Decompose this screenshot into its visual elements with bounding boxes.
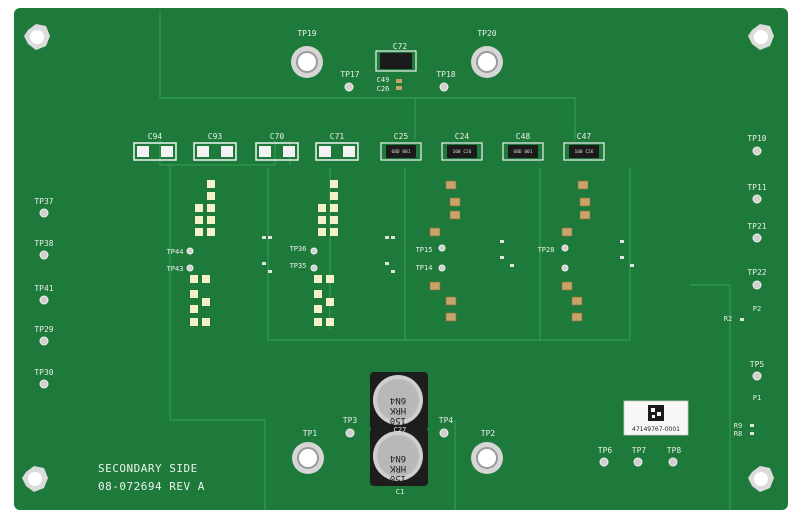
label-tp5: TP5 bbox=[750, 360, 765, 369]
electrolytic-c27: 6N4 HRK 150 bbox=[370, 372, 428, 430]
mounting-hole-bl bbox=[22, 466, 48, 492]
label-tp30: TP30 bbox=[34, 368, 53, 377]
label-tp29: TP29 bbox=[34, 325, 53, 334]
cap-c93 bbox=[193, 142, 237, 161]
label-c72: C72 bbox=[393, 42, 408, 51]
tp19-pad bbox=[291, 46, 323, 78]
tp2-pad bbox=[471, 442, 503, 474]
label-tp36: TP36 bbox=[290, 245, 307, 253]
label-c1: C1 bbox=[396, 488, 404, 496]
label-tp20: TP20 bbox=[477, 29, 496, 38]
barcode-label-text: 47149767-0001 bbox=[632, 426, 680, 433]
svg-text:6BD 001: 6BD 001 bbox=[514, 149, 533, 155]
label-tp35: TP35 bbox=[290, 262, 307, 270]
smd-pad-clusters bbox=[190, 180, 338, 326]
top-row-capacitors: 6BD 001 100 C26 6BD 001 100 C26 bbox=[133, 142, 605, 161]
small-resistors bbox=[262, 236, 754, 435]
tp1-pad bbox=[292, 442, 324, 474]
electrolytic-c1: 6N4 HRK 150 bbox=[370, 428, 428, 486]
label-p2: P2 bbox=[753, 305, 761, 313]
cap-c71 bbox=[315, 142, 359, 161]
svg-text:6N4: 6N4 bbox=[390, 395, 406, 405]
board-side-text: SECONDARY SIDE bbox=[98, 462, 198, 475]
label-p1: P1 bbox=[753, 394, 761, 402]
label-tp41: TP41 bbox=[34, 284, 53, 293]
label-tp43: TP43 bbox=[167, 265, 184, 273]
label-c27: C27 bbox=[394, 426, 407, 434]
svg-text:100 C26: 100 C26 bbox=[575, 149, 594, 155]
barcode-label: 47149767-0001 bbox=[623, 400, 689, 436]
tantalum-c48: 6BD 001 bbox=[502, 142, 544, 161]
tantalum-c24: 100 C26 bbox=[441, 142, 483, 161]
mounting-hole-tr bbox=[748, 24, 774, 50]
silk-cap-labels: C94 C93 C70 C71 C25 C24 C48 C47 C72 C49 … bbox=[148, 42, 592, 496]
label-tp18: TP18 bbox=[436, 70, 455, 79]
label-tp22: TP22 bbox=[747, 268, 766, 277]
silk-misc-refs: P1 P2 R2 R9 R8 bbox=[724, 305, 761, 438]
label-tp17: TP17 bbox=[340, 70, 359, 79]
electrolytic-caps: 6N4 HRK 150 6N4 HRK 150 bbox=[370, 372, 428, 486]
label-tp1: TP1 bbox=[303, 429, 318, 438]
label-r2: R2 bbox=[724, 315, 732, 323]
label-tp37: TP37 bbox=[34, 197, 53, 206]
label-tp19: TP19 bbox=[297, 29, 316, 38]
cap-c70 bbox=[255, 142, 299, 161]
label-tp2: TP2 bbox=[481, 429, 496, 438]
tantalum-c47: 100 C26 bbox=[563, 142, 605, 161]
large-test-points bbox=[291, 46, 503, 474]
label-c26: C26 bbox=[377, 85, 390, 93]
svg-text:6BD 001: 6BD 001 bbox=[392, 149, 411, 155]
label-tp3: TP3 bbox=[343, 416, 358, 425]
label-r8: R8 bbox=[734, 430, 742, 438]
label-c70: C70 bbox=[270, 132, 285, 141]
label-c93: C93 bbox=[208, 132, 223, 141]
ceramic-caps bbox=[429, 180, 591, 322]
svg-text:6N4: 6N4 bbox=[390, 453, 406, 463]
label-tp28: TP28 bbox=[538, 246, 555, 254]
tantalum-c72 bbox=[375, 50, 417, 90]
label-tp44: TP44 bbox=[167, 248, 184, 256]
label-c94: C94 bbox=[148, 132, 163, 141]
svg-text:100 C26: 100 C26 bbox=[453, 149, 472, 155]
label-tp14: TP14 bbox=[416, 264, 433, 272]
label-c47: C47 bbox=[577, 132, 592, 141]
label-tp10: TP10 bbox=[747, 134, 766, 143]
label-tp11: TP11 bbox=[747, 183, 766, 192]
tantalum-c25: 6BD 001 bbox=[380, 142, 422, 161]
board-marking: SECONDARY SIDE 08-072694 REV A bbox=[98, 462, 205, 493]
tp20-pad bbox=[471, 46, 503, 78]
label-c24: C24 bbox=[455, 132, 470, 141]
mounting-hole-br bbox=[748, 466, 774, 492]
small-test-points bbox=[39, 82, 762, 467]
label-tp4: TP4 bbox=[439, 416, 454, 425]
label-c48: C48 bbox=[516, 132, 531, 141]
pcb-substrate bbox=[14, 8, 788, 510]
cap-c94 bbox=[133, 142, 177, 161]
board-part-number: 08-072694 REV A bbox=[98, 480, 205, 493]
label-c25: C25 bbox=[394, 132, 409, 141]
mounting-hole-tl bbox=[24, 24, 50, 50]
label-tp38: TP38 bbox=[34, 239, 53, 248]
svg-text:150: 150 bbox=[390, 415, 406, 425]
svg-text:HRK: HRK bbox=[389, 463, 406, 473]
label-r9: R9 bbox=[734, 422, 742, 430]
label-tp8: TP8 bbox=[667, 446, 682, 455]
label-tp6: TP6 bbox=[598, 446, 613, 455]
mounting-holes bbox=[22, 24, 774, 492]
label-tp7: TP7 bbox=[632, 446, 647, 455]
label-c49: C49 bbox=[377, 76, 390, 84]
svg-text:HRK: HRK bbox=[389, 405, 406, 415]
label-c71: C71 bbox=[330, 132, 345, 141]
svg-text:150: 150 bbox=[390, 473, 406, 483]
silk-test-point-labels: TP19 TP20 TP17 TP18 TP1 TP2 TP3 TP4 TP10… bbox=[34, 29, 766, 455]
label-tp15: TP15 bbox=[416, 246, 433, 254]
label-tp21: TP21 bbox=[747, 222, 766, 231]
